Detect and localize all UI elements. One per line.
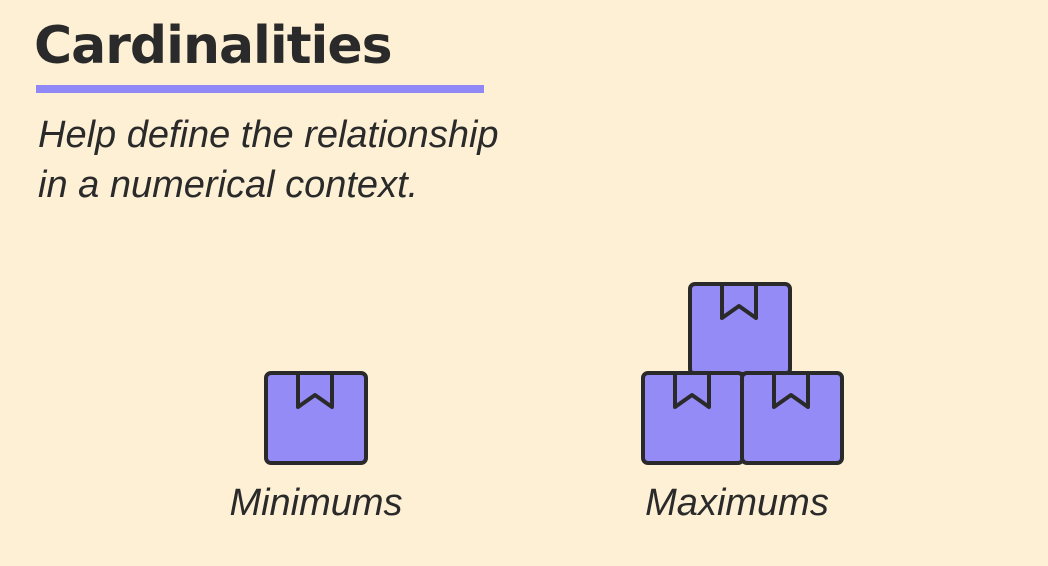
box: [264, 371, 368, 465]
box-bottom-right: [740, 371, 844, 465]
slide-subtitle: Help define the relationship in a numeri…: [38, 110, 499, 210]
box-top: [688, 282, 792, 376]
single-box-icon: [264, 371, 368, 465]
subtitle-line-2: in a numerical context.: [38, 164, 419, 206]
box-bottom-left: [641, 371, 745, 465]
stacked-boxes-icon: [641, 282, 845, 466]
maximums-label: Maximums: [645, 482, 829, 524]
title-underline: [36, 85, 484, 93]
slide-title: Cardinalities: [34, 16, 393, 76]
minimums-label: Minimums: [229, 482, 403, 524]
subtitle-line-1: Help define the relationship: [38, 114, 499, 156]
